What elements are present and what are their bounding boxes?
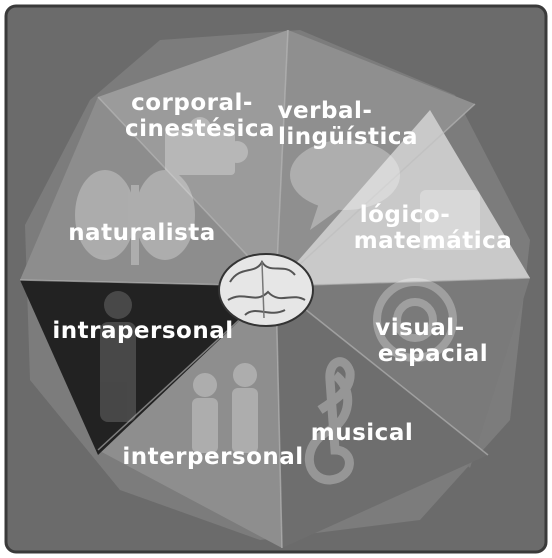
brain-icon	[218, 253, 314, 327]
speech-icon	[290, 140, 400, 230]
background-border	[4, 4, 548, 554]
label-verbal-line1: verbal-	[278, 98, 373, 124]
wedge-verbal	[276, 30, 475, 286]
label-visual-line2: espacial	[378, 341, 488, 367]
wedge-corporal	[98, 30, 288, 286]
wedge-visual	[276, 278, 530, 468]
label-verbal-line2: lingüística	[278, 124, 418, 150]
people-icon	[192, 363, 258, 453]
treble-clef-icon	[304, 357, 355, 485]
label-corporal-line2: cinestésica	[125, 116, 275, 142]
butterfly-icon	[75, 170, 195, 265]
wedges	[20, 30, 530, 548]
wedge-interpersonal	[98, 286, 282, 548]
label-logico-line1: lógico-	[360, 202, 451, 228]
label-logico-line2: matemática	[354, 228, 513, 254]
wedge-intrapersonal	[20, 280, 276, 455]
target-icon	[373, 278, 457, 362]
person-icon	[100, 291, 136, 422]
label-intrapersonal: intrapersonal	[52, 318, 233, 344]
label-naturalista: naturalista	[68, 220, 216, 246]
label-visual-line1: visual-	[375, 315, 464, 341]
wedge-logico	[276, 110, 530, 286]
label-musical: musical	[311, 420, 413, 446]
math-icon	[420, 190, 480, 250]
wedge-icons	[75, 117, 480, 485]
puzzle-icon	[165, 117, 248, 175]
label-corporal-line1: corporal-	[131, 90, 253, 116]
label-interpersonal: interpersonal	[122, 444, 303, 470]
wedge-naturalista	[20, 97, 276, 286]
wedge-musical	[276, 286, 488, 548]
labels: corporal- cinestésica verbal- lingüístic…	[52, 90, 513, 470]
